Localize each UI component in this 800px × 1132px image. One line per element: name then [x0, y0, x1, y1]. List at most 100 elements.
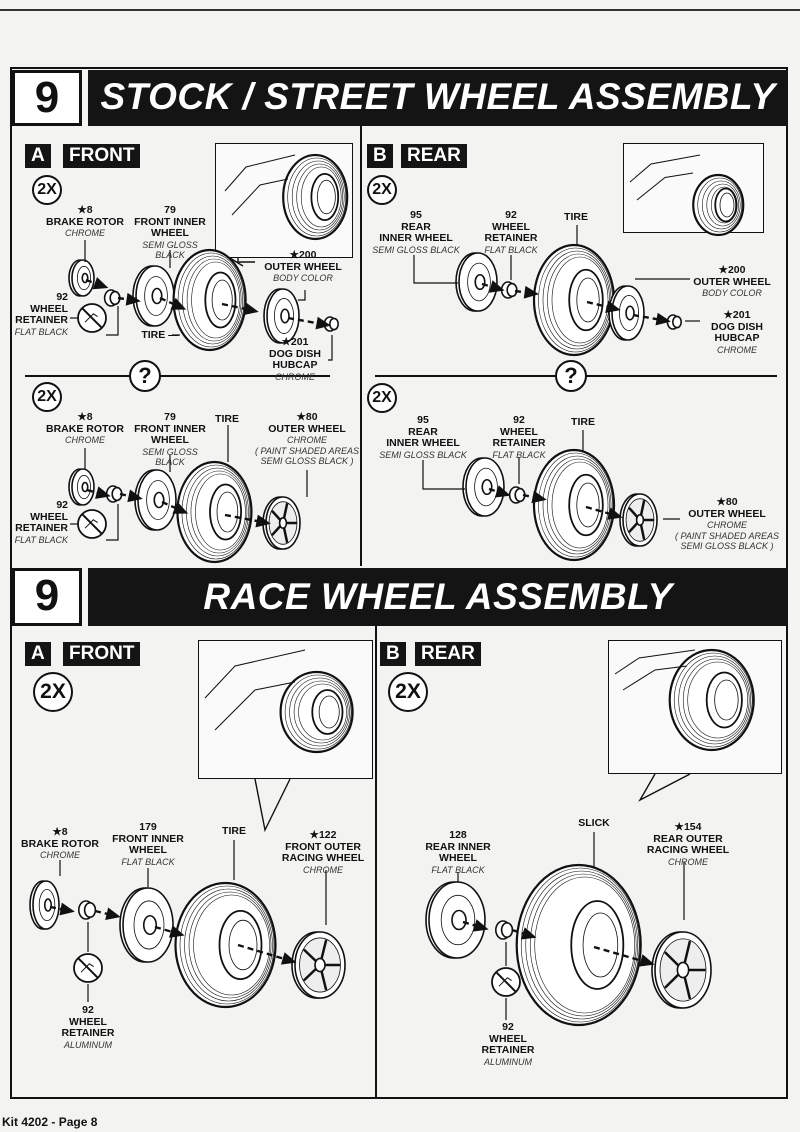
assembly-arrow — [119, 489, 143, 503]
wheel-retainer — [103, 289, 121, 307]
part-name: WHEEL — [151, 227, 189, 239]
part-name: TIRE — [571, 416, 595, 428]
paint-color: FLAT BLACK — [492, 449, 546, 460]
section-letter: B — [380, 642, 406, 666]
paint-color: ALUMINUM — [63, 1039, 113, 1050]
paint-color: BODY COLOR — [273, 273, 333, 283]
part-number: ★154 — [674, 821, 702, 833]
leader-line — [328, 335, 333, 361]
part-name: HUBCAP — [714, 332, 760, 344]
part-name: RACING WHEEL — [281, 852, 365, 864]
tire — [532, 448, 616, 562]
label-tire: TIRE — [571, 416, 595, 429]
wheel-retainer — [494, 920, 514, 940]
part-number: 179 — [139, 821, 157, 833]
inset-tire — [692, 173, 745, 237]
part-name: OUTER WHEEL — [688, 507, 766, 520]
leader-line — [298, 290, 306, 301]
wheel-retainer — [508, 486, 526, 504]
part-number: ★201 — [723, 309, 751, 321]
front-inner-wheel — [132, 265, 175, 327]
label-tire: TIRE — [564, 211, 588, 224]
step-title: RACE WHEEL ASSEMBLY — [88, 568, 788, 626]
part-number: ★201 — [281, 336, 309, 348]
paint-color: SEMI GLOSS BLACK — [379, 449, 467, 460]
chassis-sketch — [614, 649, 696, 691]
page-top-rule — [0, 9, 800, 11]
part-name: RETAINER — [492, 437, 546, 449]
part-number: ★8 — [77, 411, 93, 423]
section-letter: A — [25, 144, 51, 168]
tire — [172, 248, 247, 352]
rear-inner-wheel — [455, 252, 498, 312]
paint-color: SEMI GLOSS BLACK ) — [260, 456, 354, 466]
part-name: DOG DISH — [711, 320, 763, 333]
assembly-arrow — [161, 500, 189, 514]
paint-color: SEMI GLOSS BLACK ) — [680, 541, 774, 551]
inset-tire — [279, 670, 354, 754]
alternative-option-icon: ? — [555, 360, 587, 392]
paint-color: SEMI GLOSS — [142, 446, 198, 457]
part-name: WHEEL — [30, 302, 68, 315]
assembly-arrow — [586, 300, 621, 314]
assembly-arrow — [117, 292, 141, 306]
inset-pointer — [237, 258, 255, 263]
part-name: RETAINER — [484, 232, 538, 244]
part-number: 92 — [505, 209, 517, 221]
tire — [174, 881, 277, 1009]
step-number: 9 — [12, 70, 82, 126]
part-name: FRONT INNER — [134, 422, 206, 435]
section-label: REAR — [401, 144, 467, 168]
part-name: REAR — [401, 220, 431, 233]
part-number: ★8 — [52, 826, 68, 838]
part-name: OUTER WHEEL — [268, 422, 346, 435]
outer-wheel — [262, 496, 301, 550]
part-number: 92 — [56, 499, 68, 511]
part-name: BRAKE ROTOR — [46, 422, 124, 435]
paint-color: BLACK — [155, 457, 185, 467]
inset-pointer — [638, 773, 691, 802]
paint-color: CHROME — [707, 520, 747, 530]
assembly-arrow — [481, 280, 505, 293]
part-name: WHEEL — [129, 844, 167, 856]
part-name: SLICK — [578, 817, 610, 829]
section-divider — [360, 126, 362, 566]
part-name: BRAKE ROTOR — [46, 215, 124, 228]
step-title: STOCK / STREET WHEEL ASSEMBLY — [88, 70, 788, 126]
assembly-arrow — [488, 485, 511, 498]
part-number: ★8 — [77, 204, 93, 216]
paint-color: CHROME — [303, 864, 343, 875]
label-tire: TIRE — — [141, 329, 179, 341]
part-name: TIRE — [215, 413, 239, 425]
part-name: FRONT INNER — [112, 832, 184, 845]
part-name: TIRE — [222, 825, 246, 837]
part-name: RETAINER — [481, 1044, 535, 1056]
quantity-badge: 2X — [388, 672, 428, 712]
paint-color: CHROME — [39, 850, 80, 860]
outer-wheel — [619, 493, 658, 547]
slick — [515, 863, 642, 1027]
page-footer: Kit 4202 - Page 8 — [2, 1115, 98, 1129]
do-not-glue-icon — [77, 303, 107, 333]
part-name: RETAINER — [61, 1027, 115, 1039]
part-name: WHEEL — [500, 425, 538, 438]
tire — [532, 243, 616, 357]
outer-wheel — [263, 288, 300, 344]
part-number: ★80 — [716, 496, 738, 508]
paint-color: CHROME — [274, 371, 315, 382]
label-tire: TIRE — [222, 825, 246, 838]
part-name: WHEEL — [69, 1015, 107, 1028]
assembly-arrow — [237, 943, 297, 965]
